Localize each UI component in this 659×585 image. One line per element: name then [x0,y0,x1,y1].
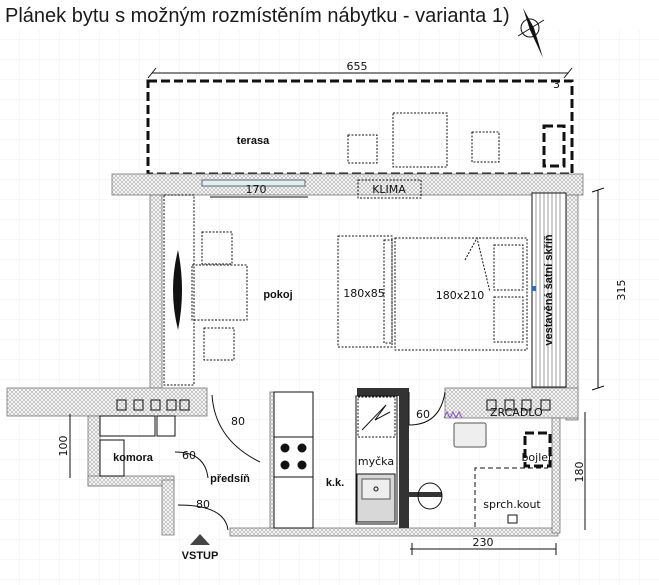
chair [201,231,233,265]
dimension-storage: 100 [57,414,71,478]
room-label-hall: předsíň [210,473,250,485]
door-hall[interactable] [211,394,261,463]
tv-cabinet [163,194,195,386]
dimension-terrace-width: 655 3 [147,60,573,91]
terrace-chair [471,131,500,163]
wall-north [111,173,584,196]
dimension-bath-depth: 180 [573,412,586,530]
ac-unit [357,179,422,199]
shower-label: sprch.kout [483,498,541,511]
boiler-label: bojler [521,451,553,464]
shower-outline [474,467,548,527]
svg-text:100: 100 [57,436,70,457]
window: 170 [201,179,308,198]
room-label-kitchen: k.k. [326,477,344,489]
storage-rack [99,439,125,477]
svg-text:170: 170 [246,183,267,196]
wall-south-right [444,387,579,419]
door-storage[interactable] [174,451,209,479]
toilet [417,482,443,510]
fridge-symbol [361,404,391,431]
dimension-bath-width: 230 [410,536,557,555]
stove [273,436,314,478]
storage-shelf [99,415,156,437]
fridge [357,396,396,438]
svg-text:180: 180 [573,462,586,483]
mirror-light-icon [443,410,463,419]
entrance-arrow-icon [190,534,210,545]
wall-kitchen [269,391,275,529]
tv [173,250,182,330]
svg-text:80: 80 [231,415,245,428]
terrace-chair [347,134,378,164]
dimension-room-depth: 315 [591,187,628,391]
door-bathroom[interactable] [408,391,446,426]
svg-text:180x85: 180x85 [343,287,385,300]
wall-bathroom-partition [399,388,409,528]
bathroom-sink [453,422,487,448]
boiler [523,431,552,468]
wall-storage [87,415,101,487]
wall-west [149,194,163,389]
room-label-storage: komora [113,452,154,464]
kitchen-sink [356,473,396,523]
wall-dark [357,388,405,396]
wall-east [565,194,579,421]
svg-text:80: 80 [196,498,210,511]
svg-text:315: 315 [615,280,628,301]
dishwasher-label: myčka [358,455,394,468]
room-label-terrace: terasa [237,135,270,147]
svg-text:3: 3 [553,78,560,91]
north-arrow-icon [517,8,545,58]
ac-label: KLIMA [372,183,406,196]
dining-table [191,264,248,321]
door-entrance[interactable] [177,504,229,531]
shower-drain [507,514,518,524]
wardrobe: vestavěná šatní skříň [531,192,567,388]
wall-bath-east [551,417,561,534]
vent-squares [116,399,551,411]
wall-entrance [161,479,175,536]
entrance-label: VSTUP [182,550,219,562]
wall-shelf [409,492,442,497]
storage-sink [156,415,176,437]
svg-text:230: 230 [473,536,494,549]
svg-text:60: 60 [416,408,430,421]
svg-text:vestavěná šatní skříň: vestavěná šatní skříň [543,234,555,346]
svg-text:655: 655 [347,60,368,73]
wall-storage-bottom [87,475,175,487]
plan-title: Plánek bytu s možným rozmístěním nábytku… [5,5,510,27]
svg-text:60: 60 [182,449,196,462]
svg-text:180x210: 180x210 [436,289,485,302]
terrace-table [392,112,448,168]
wall-south-left [6,387,208,417]
bed: 180x210 [394,236,528,351]
terrace-unit [542,124,566,168]
sofa: 180x85 [337,235,393,348]
wall-bottom [229,527,559,537]
chair [203,327,235,361]
room-label-living: pokoj [263,289,292,301]
mirror-label: ZRCADLO [490,406,543,419]
